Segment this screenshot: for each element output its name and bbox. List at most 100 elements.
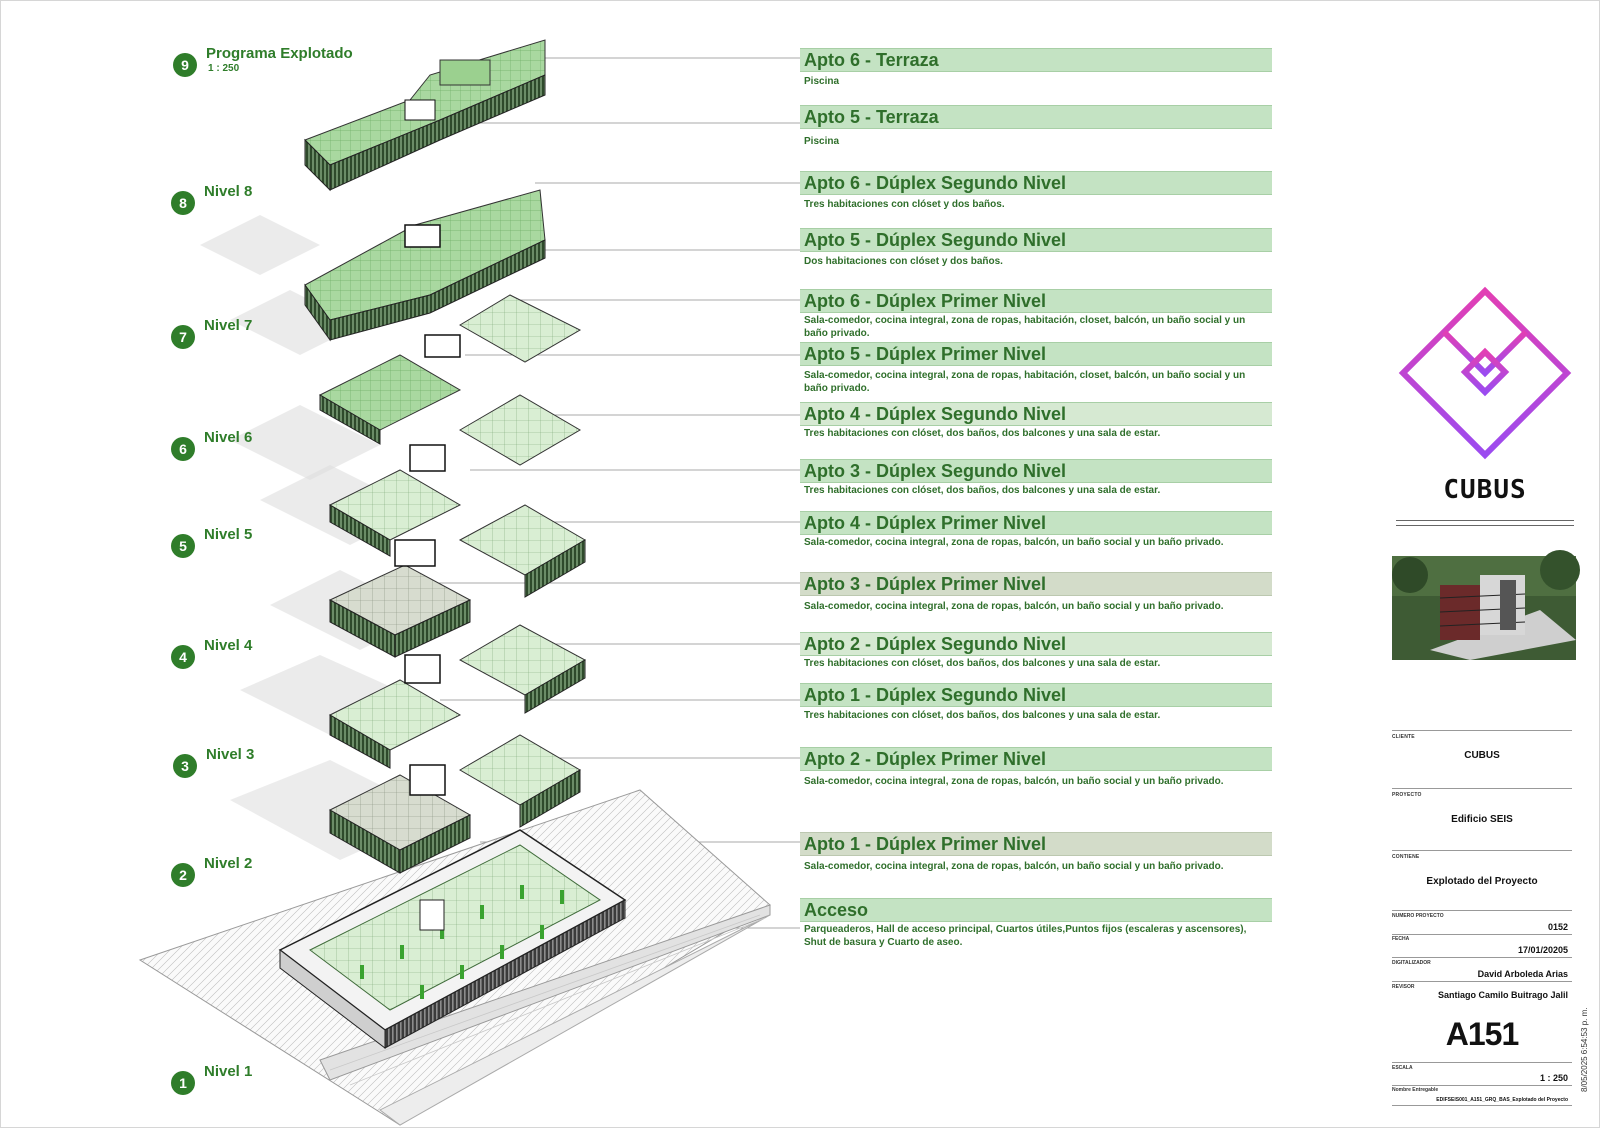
tb-revisor-value: Santiago Camilo Buitrago Jalil [1437,990,1568,1000]
level-name: Nivel 6 [204,429,253,446]
label-apto1-duplex-primer: Apto 1 - Dúplex Primer Nivel Sala-comedo… [800,832,1272,873]
tb-cliente-value: CUBUS [1464,750,1500,761]
tb-digitalizador-value: David Arboleda Arias [1477,969,1568,979]
label-desc: Tres habitaciones con clóset y dos baños… [804,199,1005,210]
tb-entregable: Nombre Entregable EDIFSEIS001_A151_GRQ_B… [1392,1085,1572,1106]
label-apto2-duplex-segundo: Apto 2 - Dúplex Segundo Nivel Tres habit… [800,632,1272,670]
label-title: Apto 4 - Dúplex Segundo Nivel [800,402,1272,426]
level-name: Nivel 5 [204,526,253,543]
label-desc: Tres habitaciones con clóset, dos baños,… [804,710,1161,721]
label-acceso: Acceso Parqueaderos, Hall de acceso prin… [800,898,1272,949]
level-number-badge: 1 [171,1071,195,1095]
label-title: Apto 3 - Dúplex Segundo Nivel [800,459,1272,483]
level-number-badge: 7 [171,325,195,349]
label-title: Apto 6 - Terraza [800,48,1272,72]
label-desc: Tres habitaciones con clóset, dos baños,… [804,428,1161,439]
tb-escala-label: ESCALA [1392,1065,1413,1071]
print-timestamp: 8/05/2025 6:54:53 p. m. [1580,1007,1589,1092]
label-apto6-duplex-segundo: Apto 6 - Dúplex Segundo Nivel Tres habit… [800,171,1272,211]
label-title: Apto 6 - Dúplex Primer Nivel [800,289,1272,313]
tb-entregable-value: EDIFSEIS001_A151_GRQ_BAS_Explotado del P… [1436,1097,1568,1103]
label-apto5-duplex-segundo: Apto 5 - Dúplex Segundo Nivel Dos habita… [800,228,1272,268]
tb-contiene-label: CONTIENE [1392,854,1420,860]
tb-numero-label: NUMERO PROYECTO [1392,913,1444,919]
label-title: Apto 2 - Dúplex Segundo Nivel [800,632,1272,656]
tb-proyecto: PROYECTO Edificio SEIS [1392,788,1572,851]
sheet-number: A151 [1445,1016,1520,1052]
label-title: Apto 6 - Dúplex Segundo Nivel [800,171,1272,195]
tb-revisor-label: REVISOR [1392,984,1415,990]
label-apto3-duplex-segundo: Apto 3 - Dúplex Segundo Nivel Tres habit… [800,459,1272,497]
label-desc: Sala-comedor, cocina integral, zona de r… [804,861,1224,872]
tb-escala-value: 1 : 250 [1539,1073,1568,1083]
label-title: Apto 1 - Dúplex Primer Nivel [800,832,1272,856]
level-number-badge: 2 [171,863,195,887]
level-marker-2: 2 Nivel 2 [171,855,252,887]
label-desc: Sala-comedor, cocina integral, zona de r… [804,537,1224,548]
label-apto4-duplex-segundo: Apto 4 - Dúplex Segundo Nivel Tres habit… [800,402,1272,440]
label-apto2-duplex-primer: Apto 2 - Dúplex Primer Nivel Sala-comedo… [800,747,1272,788]
tb-fecha-value: 17/01/20205 [1517,945,1568,955]
level-marker-9: 9 Programa Explotado 1 : 250 [173,45,353,77]
level-name: Programa Explotado [206,45,353,62]
label-desc: Parqueaderos, Hall de acceso principal, … [804,924,1247,948]
tb-fecha-label: FECHA [1392,936,1410,942]
level-name: Nivel 2 [204,855,253,872]
label-desc: Sala-comedor, cocina integral, zona de r… [804,370,1246,394]
label-title: Apto 4 - Dúplex Primer Nivel [800,511,1272,535]
level-scale: 1 : 250 [208,63,240,74]
level-marker-6: 6 Nivel 6 [171,429,252,461]
level-number-badge: 9 [173,53,197,77]
label-title: Apto 1 - Dúplex Segundo Nivel [800,683,1272,707]
label-desc: Dos habitaciones con clóset y dos baños. [804,256,1003,267]
tb-digitalizador: DIGITALIZADOR David Arboleda Arias [1392,958,1572,982]
level-marker-1: 1 Nivel 1 [171,1063,252,1095]
tb-numero-value: 0152 [1547,922,1568,932]
tb-escala: ESCALA 1 : 250 [1392,1062,1572,1086]
cubus-logo-text: CUBUS [1443,475,1527,505]
tb-cliente-label: CLIENTE [1392,734,1415,740]
label-title: Apto 5 - Terraza [800,105,1272,129]
label-desc: Piscina [804,136,840,147]
label-apto6-terraza: Apto 6 - Terraza Piscina [800,48,1272,88]
tb-proyecto-label: PROYECTO [1392,792,1422,798]
tb-fecha: FECHA 17/01/20205 [1392,934,1572,958]
level-name: Nivel 7 [204,317,253,334]
tb-entregable-label: Nombre Entregable [1392,1087,1439,1093]
label-title: Apto 5 - Dúplex Primer Nivel [800,342,1272,366]
label-apto6-duplex-primer: Apto 6 - Dúplex Primer Nivel Sala-comedo… [800,289,1272,340]
level-marker-5: 5 Nivel 5 [171,526,252,558]
tb-digitalizador-label: DIGITALIZADOR [1392,960,1431,966]
label-desc: Sala-comedor, cocina integral, zona de r… [804,315,1246,339]
level-number-badge: 5 [171,534,195,558]
label-desc: Sala-comedor, cocina integral, zona de r… [804,601,1224,612]
level-name: Nivel 4 [204,637,253,654]
label-title: Apto 5 - Dúplex Segundo Nivel [800,228,1272,252]
level-number-badge: 8 [171,191,195,215]
label-apto3-duplex-primer: Apto 3 - Dúplex Primer Nivel Sala-comedo… [800,572,1272,613]
building-render-photo [1392,550,1580,660]
label-desc: Sala-comedor, cocina integral, zona de r… [804,776,1224,787]
label-desc: Tres habitaciones con clóset, dos baños,… [804,485,1161,496]
tb-numero: NUMERO PROYECTO 0152 [1392,910,1572,935]
label-desc: Piscina [804,76,840,87]
cubus-logo-mark [1398,286,1572,460]
tb-proyecto-value: Edificio SEIS [1451,814,1513,825]
label-title: Apto 2 - Dúplex Primer Nivel [800,747,1272,771]
level-name: Nivel 3 [206,746,255,763]
level-marker-7: 7 Nivel 7 [171,317,252,349]
level-number-badge: 3 [173,754,197,778]
label-title: Apto 3 - Dúplex Primer Nivel [800,572,1272,596]
label-title: Acceso [800,898,1272,922]
label-apto5-terraza: Apto 5 - Terraza Piscina [800,105,1272,148]
label-apto1-duplex-segundo: Apto 1 - Dúplex Segundo Nivel Tres habit… [800,683,1272,722]
level-number-badge: 6 [171,437,195,461]
tb-revisor: REVISOR Santiago Camilo Buitrago Jalil [1392,982,1572,1004]
level-number-badge: 4 [171,645,195,669]
level-marker-3: 3 Nivel 3 [173,746,254,778]
tb-contiene-value: Explotado del Proyecto [1426,876,1538,887]
level-name: Nivel 1 [204,1063,253,1080]
label-desc: Tres habitaciones con clóset, dos baños,… [804,658,1161,669]
label-apto4-duplex-primer: Apto 4 - Dúplex Primer Nivel Sala-comedo… [800,511,1272,549]
